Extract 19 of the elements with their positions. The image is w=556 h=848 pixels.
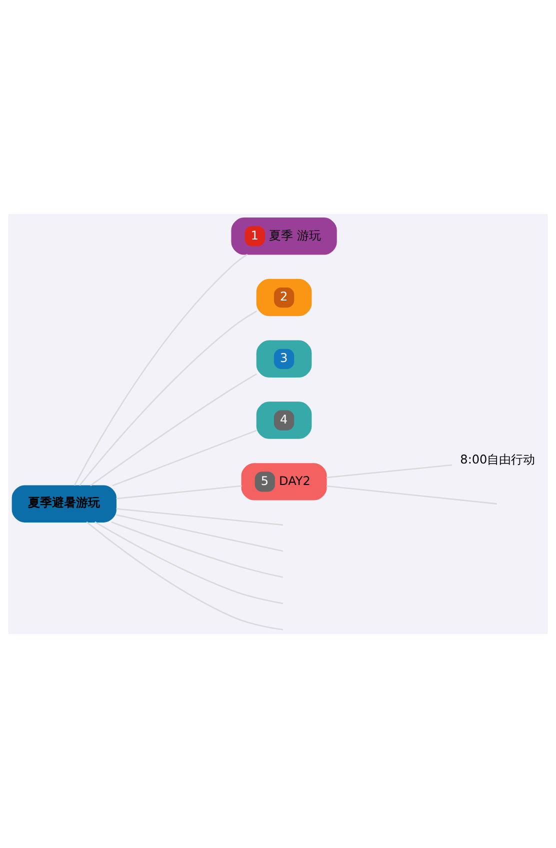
- node-box: 5 DAY2: [241, 463, 327, 500]
- connector: [326, 485, 497, 504]
- connector: [116, 485, 242, 500]
- node-box: 3: [256, 340, 312, 378]
- node-box: 4: [256, 402, 312, 439]
- connector: [74, 254, 248, 486]
- node-box: 夏季避暑游玩: [12, 485, 116, 522]
- connector: [79, 310, 258, 486]
- connector: [116, 514, 284, 552]
- node-box: 2: [256, 278, 312, 316]
- connector: [116, 508, 284, 526]
- connector: [90, 373, 258, 486]
- connector: [326, 464, 452, 478]
- connector: [94, 521, 284, 604]
- connector: [111, 521, 284, 578]
- node-text: 8:00自由行动: [460, 452, 536, 467]
- connector: [112, 430, 257, 486]
- connector: [86, 521, 284, 630]
- node-box: 1 夏季 游玩: [231, 218, 337, 255]
